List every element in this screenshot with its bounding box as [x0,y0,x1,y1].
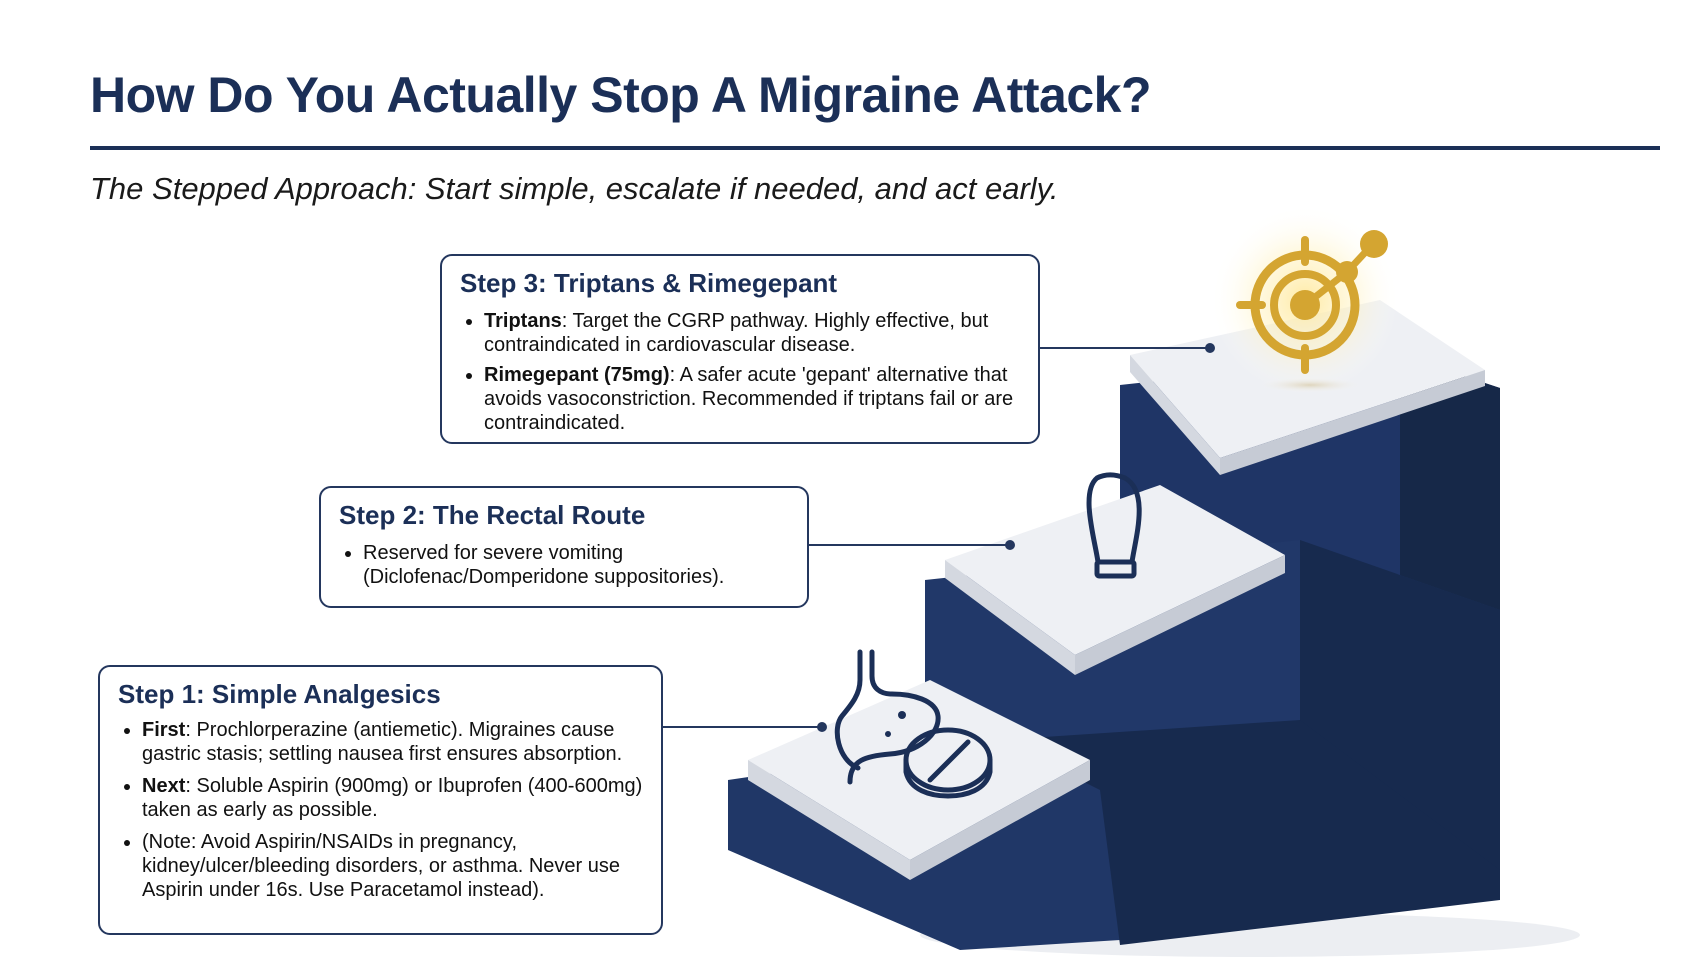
step1-card: Step 1: Simple Analgesics First: Prochlo… [98,665,663,935]
list-item: First: Prochlorperazine (antiemetic). Mi… [142,718,643,766]
page-subtitle: The Stepped Approach: Start simple, esca… [90,171,1059,206]
target-molecule-icon [1210,205,1400,395]
step1-block [728,680,1500,950]
bullet-bold-label: Next [142,775,186,797]
bullet-text: Reserved for severe vomiting (Diclofenac… [363,542,725,588]
step3-heading: Step 3: Triptans & Rimegepant [460,268,838,298]
step2-list: Reserved for severe vomiting (Diclofenac… [339,541,789,589]
step2-card: Step 2: The Rectal Route Reserved for se… [319,486,809,608]
bullet-bold-label: Triptans [484,310,562,332]
bullet-text: (Note: Avoid Aspirin/NSAIDs in pregnancy… [142,831,621,901]
list-item: Reserved for severe vomiting (Diclofenac… [363,541,789,589]
bullet-text: : Prochlorperazine (antiemetic). Migrain… [142,719,623,765]
list-item: Rimegepant (75mg): A safer acute 'gepant… [484,363,1020,435]
step1-heading: Step 1: Simple Analgesics [118,679,441,709]
step2-heading: Step 2: The Rectal Route [339,500,646,530]
list-item: Triptans: Target the CGRP pathway. Highl… [484,309,1020,357]
title-divider [90,146,1660,150]
bullet-text: : A safer acute 'gepant' alternative tha… [484,364,1014,434]
bullet-bold-label: Rimegepant (75mg) [484,364,670,386]
stomach-and-pill-icon [834,649,993,799]
step1-list: First: Prochlorperazine (antiemetic). Mi… [118,718,643,902]
step3-card: Step 3: Triptans & Rimegepant Triptans: … [440,254,1040,444]
suppository-icon [1086,472,1142,579]
page-title: How Do You Actually Stop A Migraine Atta… [90,67,1152,123]
bullet-text: : Target the CGRP pathway. Highly effect… [484,310,989,356]
bullet-bold-label: First [142,719,186,741]
list-item: (Note: Avoid Aspirin/NSAIDs in pregnancy… [142,830,643,902]
list-item: Next: Soluble Aspirin (900mg) or Ibuprof… [142,774,643,822]
bullet-text: : Soluble Aspirin (900mg) or Ibuprofen (… [142,775,643,821]
step3-list: Triptans: Target the CGRP pathway. Highl… [460,309,1020,435]
